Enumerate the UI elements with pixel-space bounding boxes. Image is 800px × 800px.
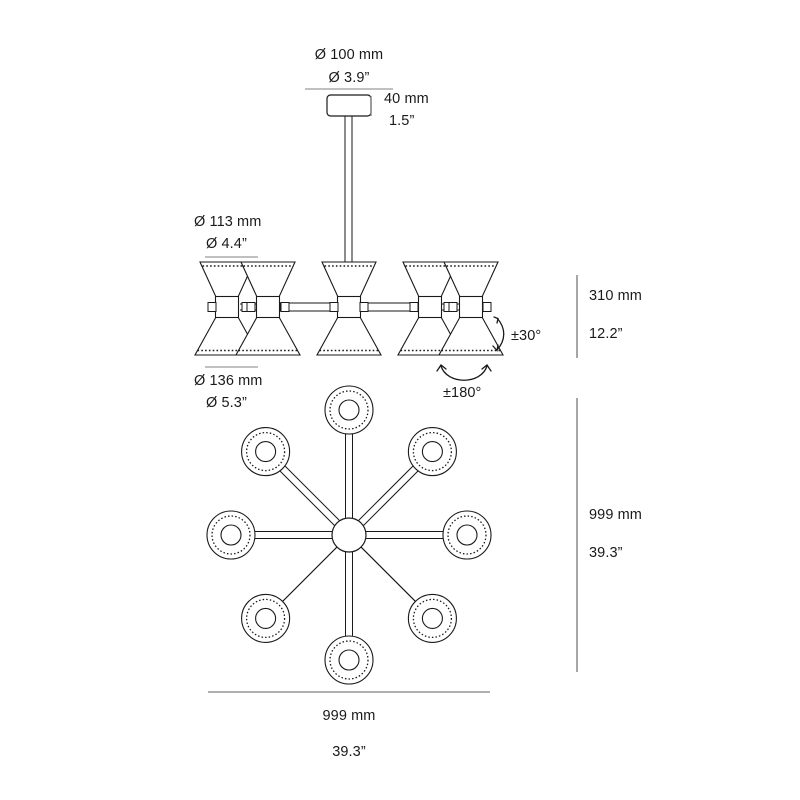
shade-top-diameter-mm-label: Ø 113 mm bbox=[194, 214, 262, 230]
plan-head-s bbox=[324, 635, 374, 685]
knuckle-3-right bbox=[359, 302, 369, 312]
tilt-angle-label: ±30° bbox=[511, 328, 542, 344]
knuckle-1-left bbox=[207, 302, 217, 312]
canopy-assembly bbox=[305, 88, 393, 264]
plan-head-nw bbox=[240, 426, 291, 477]
canopy-diameter-mm-label: Ø 100 mm bbox=[314, 47, 384, 63]
elevation-shades bbox=[194, 261, 504, 356]
canopy-diameter-in-label: Ø 3.9” bbox=[328, 70, 370, 86]
knuckle-5-right bbox=[482, 302, 492, 312]
plan-head-se bbox=[407, 593, 458, 644]
shade-3-center bbox=[316, 261, 382, 356]
ceiling-canopy bbox=[326, 94, 372, 117]
canopy-height-mm-label: 40 mm bbox=[384, 91, 429, 107]
knuckle-3-left bbox=[329, 302, 339, 312]
knuckle-4-left bbox=[409, 302, 419, 312]
plan-head-sw bbox=[240, 593, 291, 644]
plan-center-hub bbox=[331, 517, 367, 553]
knuckle-2-right bbox=[280, 302, 290, 312]
overall-width-mm-label: 999 mm bbox=[322, 708, 376, 724]
plan-view bbox=[206, 385, 492, 685]
shade-bottom-diameter-mm-label: Ø 136 mm bbox=[194, 373, 263, 389]
knuckle-5-left bbox=[448, 302, 458, 312]
fixture-height-mm-label: 310 mm bbox=[589, 288, 642, 304]
plan-head-ne bbox=[407, 426, 458, 477]
rotation-angle-label: ±180° bbox=[443, 385, 482, 401]
shade-bottom-diameter-in-label: Ø 5.3” bbox=[206, 395, 247, 411]
rotation-arrow-180 bbox=[436, 364, 492, 381]
knuckle-2-left bbox=[246, 302, 256, 312]
shade-top-diameter-in-label: Ø 4.4” bbox=[206, 236, 247, 252]
plan-head-w bbox=[206, 510, 256, 560]
plan-diameter-mm-label: 999 mm bbox=[589, 507, 642, 523]
tilt-arrow-30 bbox=[492, 316, 505, 352]
overall-width-in-label: 39.3” bbox=[332, 744, 366, 760]
plan-head-n bbox=[324, 385, 374, 435]
canopy-height-in-label: 1.5” bbox=[389, 113, 415, 129]
fixture-height-in-label: 12.2” bbox=[589, 326, 623, 342]
plan-diameter-in-label: 39.3” bbox=[589, 545, 623, 561]
plan-head-e bbox=[442, 510, 492, 560]
